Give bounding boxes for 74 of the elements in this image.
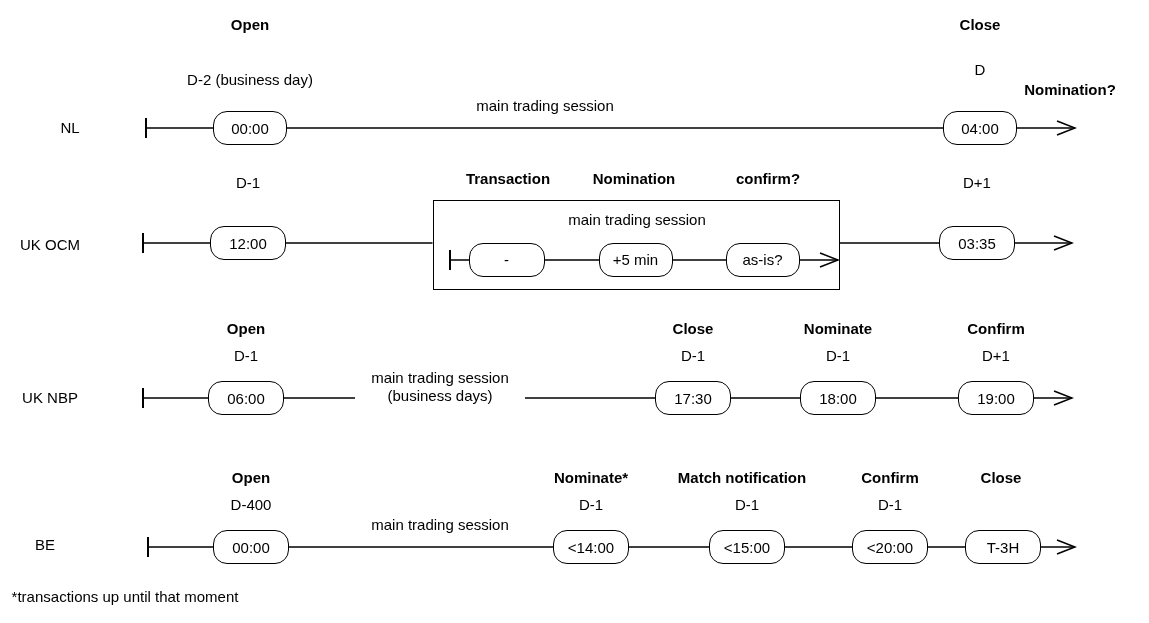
day-label: D	[974, 61, 986, 79]
milestone-heading: Match notification	[677, 469, 807, 487]
time-pill: 12:00	[210, 226, 286, 260]
time-pill: 00:00	[213, 111, 287, 145]
timeline-line	[147, 536, 214, 558]
day-label: D-1	[680, 347, 706, 365]
milestone-heading: Open	[231, 469, 271, 487]
time-pill: 19:00	[958, 381, 1034, 415]
milestone-heading: Close	[980, 469, 1022, 487]
day-label: D+1	[963, 174, 991, 192]
day-label: D-1	[877, 496, 903, 514]
time-pill: 06:00	[208, 381, 284, 415]
edge-label: main trading session (business days)	[355, 369, 525, 405]
frame-title: main trading session	[568, 211, 706, 229]
time-pill: +5 min	[598, 242, 673, 277]
arrow	[1040, 539, 1076, 555]
row-label: BE	[35, 536, 55, 554]
session-frame	[432, 200, 840, 290]
day-label: D-1	[235, 174, 261, 192]
arrow	[1016, 120, 1076, 136]
timeline-line	[672, 259, 727, 261]
day-label: D-1	[578, 496, 604, 514]
timeline-line	[838, 242, 940, 244]
time-pill: <20:00	[852, 530, 928, 564]
timeline-line	[449, 249, 470, 271]
timeline-line	[142, 387, 209, 409]
milestone-heading: Nominate*	[553, 469, 629, 487]
milestone-heading: Close	[672, 320, 714, 338]
day-label: D+1	[982, 347, 1010, 365]
timeline-line	[628, 546, 710, 548]
timeline-line	[927, 546, 966, 548]
time-pill: T-3H	[965, 530, 1041, 564]
timeline-line	[286, 127, 944, 129]
milestone-heading: confirm?	[735, 170, 801, 188]
time-pill: 00:00	[213, 530, 289, 564]
day-label: D-1	[825, 347, 851, 365]
row-label: UK OCM	[20, 236, 80, 254]
timeline-line	[288, 546, 554, 548]
time-pill: <14:00	[553, 530, 629, 564]
milestone-heading: Nominate	[803, 320, 873, 338]
milestone-heading: Confirm	[861, 469, 919, 487]
timeline-line	[730, 397, 801, 399]
time-pill: <15:00	[709, 530, 785, 564]
day-label: D-2 (business day)	[187, 71, 313, 89]
edge-label: main trading session	[476, 97, 614, 115]
time-pill: 17:30	[655, 381, 731, 415]
footnote: *transactions up until that moment	[11, 588, 239, 606]
timeline-line	[784, 546, 853, 548]
milestone-heading: Confirm	[967, 320, 1025, 338]
timeline-line	[145, 117, 214, 139]
milestone-heading: Nomination	[592, 170, 676, 188]
timeline-line	[285, 242, 434, 244]
timeline-line	[544, 259, 600, 261]
time-pill: 03:35	[939, 226, 1015, 260]
milestone-heading: Close	[959, 16, 1001, 34]
arrow	[1033, 390, 1073, 406]
time-pill: 04:00	[943, 111, 1017, 145]
time-pill: as-is?	[725, 242, 800, 277]
day-label: D-1	[233, 347, 259, 365]
milestone-heading: Transaction	[465, 170, 551, 188]
day-label: D-1	[734, 496, 760, 514]
day-label: D-400	[230, 496, 272, 514]
time-pill: 18:00	[800, 381, 876, 415]
arrow	[799, 252, 839, 268]
edge-label: main trading session	[371, 516, 509, 534]
row-label: UK NBP	[22, 389, 78, 407]
arrow	[1014, 235, 1073, 251]
timeline-line	[875, 397, 959, 399]
milestone-heading: Open	[230, 16, 270, 34]
time-pill: -	[468, 242, 545, 277]
outcome-heading: Nomination?	[1024, 81, 1116, 99]
timeline-line	[142, 232, 211, 254]
row-label: NL	[60, 119, 80, 137]
milestone-heading: Open	[226, 320, 266, 338]
